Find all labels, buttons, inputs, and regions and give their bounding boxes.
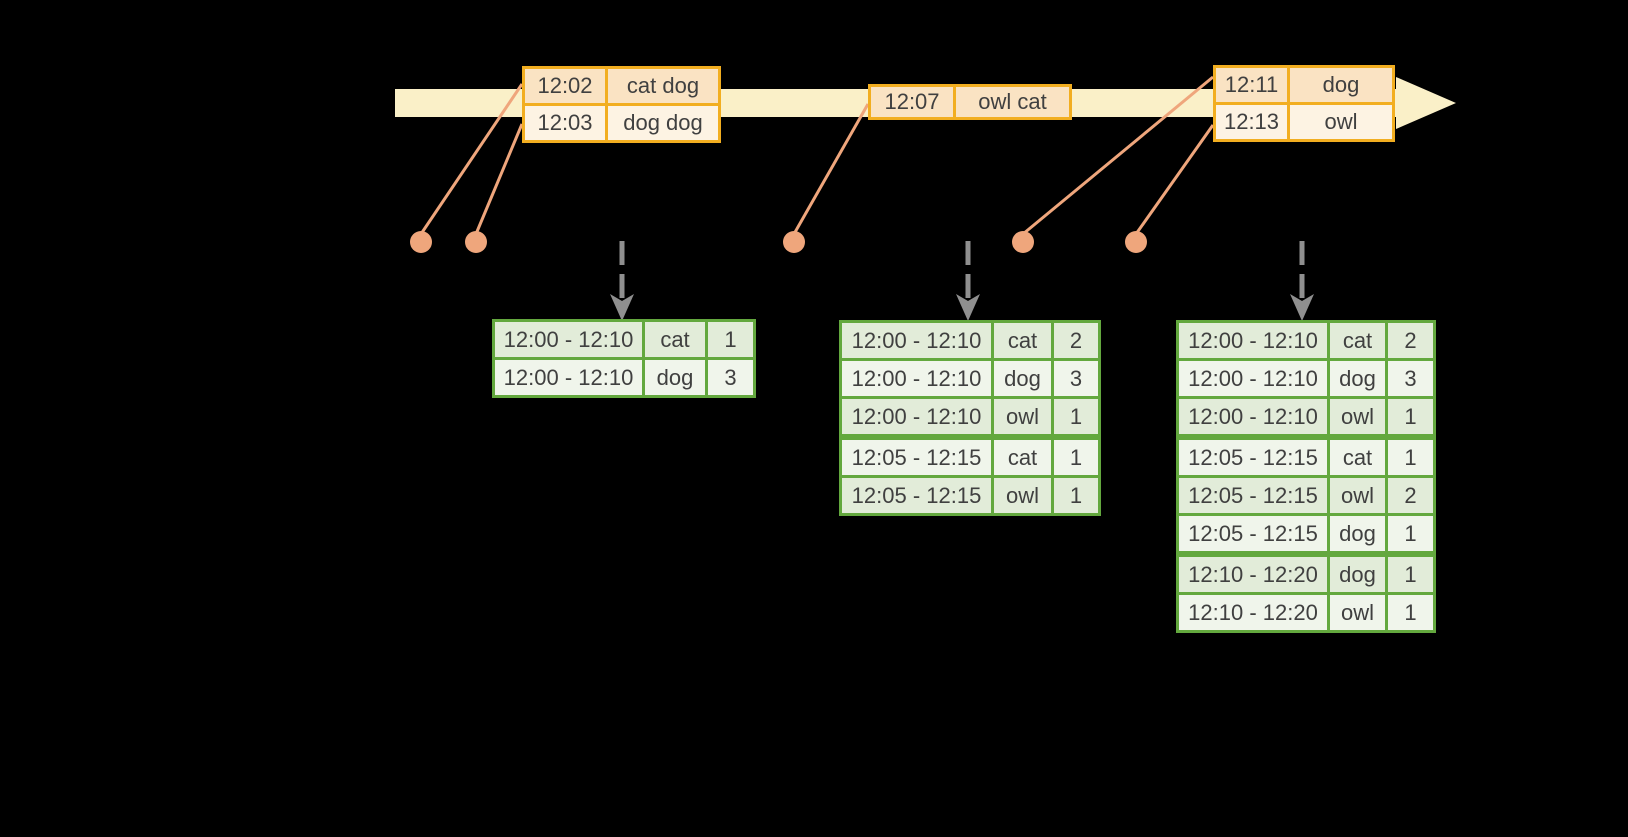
cell-word: dog [1330, 516, 1385, 551]
cell-window: 12:00 - 12:10 [1179, 361, 1327, 396]
cell-word: dog [645, 360, 705, 395]
event-marker-dot [410, 231, 432, 253]
cell-word: dog [1330, 361, 1385, 396]
cell-count: 1 [1388, 557, 1433, 592]
cell-window: 12:00 - 12:10 [495, 360, 642, 395]
cell-count: 1 [1388, 399, 1433, 434]
cell-word: owl [1330, 595, 1385, 630]
cell-words: dog dog [608, 106, 718, 140]
cell-count: 1 [1054, 478, 1098, 513]
cell-word: cat [994, 323, 1051, 358]
cell-count: 1 [1388, 595, 1433, 630]
cell-window: 12:00 - 12:10 [842, 361, 991, 396]
cell-count: 2 [1388, 478, 1433, 513]
cell-word: dog [994, 361, 1051, 396]
cell-time: 12:13 [1216, 105, 1287, 139]
cell-word: cat [645, 322, 705, 357]
cell-time: 12:02 [525, 69, 605, 103]
cell-count: 1 [1388, 516, 1433, 551]
cell-word: owl [1330, 478, 1385, 513]
cell-count: 1 [1054, 440, 1098, 475]
cell-window: 12:05 - 12:15 [1179, 516, 1327, 551]
connector-line [474, 123, 524, 235]
cell-window: 12:05 - 12:15 [842, 478, 991, 513]
cell-window: 12:05 - 12:15 [1179, 440, 1327, 475]
cell-count: 3 [708, 360, 753, 395]
cell-window: 12:00 - 12:10 [495, 322, 642, 357]
connector-line [792, 103, 870, 235]
cell-window: 12:05 - 12:15 [1179, 478, 1327, 513]
cell-window: 12:10 - 12:20 [1179, 557, 1327, 592]
event-marker-dot [1125, 231, 1147, 253]
cell-word: owl [994, 478, 1051, 513]
cell-window: 12:05 - 12:15 [842, 440, 991, 475]
cell-words: cat dog [608, 69, 718, 103]
trigger-arrow-head-icon [956, 294, 980, 321]
cell-words: dog [1290, 68, 1392, 102]
cell-count: 1 [1054, 399, 1098, 434]
cell-window: 12:10 - 12:20 [1179, 595, 1327, 630]
cell-count: 1 [1388, 440, 1433, 475]
cell-word: owl [994, 399, 1051, 434]
cell-time: 12:11 [1216, 68, 1287, 102]
event-marker-dot [783, 231, 805, 253]
cell-words: owl [1290, 105, 1392, 139]
event-marker-dot [465, 231, 487, 253]
connector-line [1134, 124, 1215, 235]
connector-line [419, 83, 524, 235]
cell-count: 3 [1388, 361, 1433, 396]
connector-line [1022, 75, 1214, 236]
event-marker-dot [1012, 231, 1034, 253]
cell-word: cat [1330, 440, 1385, 475]
cell-time: 12:07 [871, 87, 953, 117]
cell-window: 12:00 - 12:10 [842, 323, 991, 358]
timeline-arrowhead-icon [1396, 77, 1456, 129]
cell-window: 12:00 - 12:10 [1179, 323, 1327, 358]
cell-count: 3 [1054, 361, 1098, 396]
cell-word: dog [1330, 557, 1385, 592]
trigger-arrow-head-icon [1290, 294, 1314, 321]
cell-window: 12:00 - 12:10 [1179, 399, 1327, 434]
cell-window: 12:00 - 12:10 [842, 399, 991, 434]
cell-time: 12:03 [525, 106, 605, 140]
cell-word: owl [1330, 399, 1385, 434]
cell-words: owl cat [956, 87, 1069, 117]
cell-count: 1 [708, 322, 753, 357]
cell-word: cat [994, 440, 1051, 475]
cell-word: cat [1330, 323, 1385, 358]
trigger-arrow-head-icon [610, 294, 634, 321]
cell-count: 2 [1388, 323, 1433, 358]
cell-count: 2 [1054, 323, 1098, 358]
